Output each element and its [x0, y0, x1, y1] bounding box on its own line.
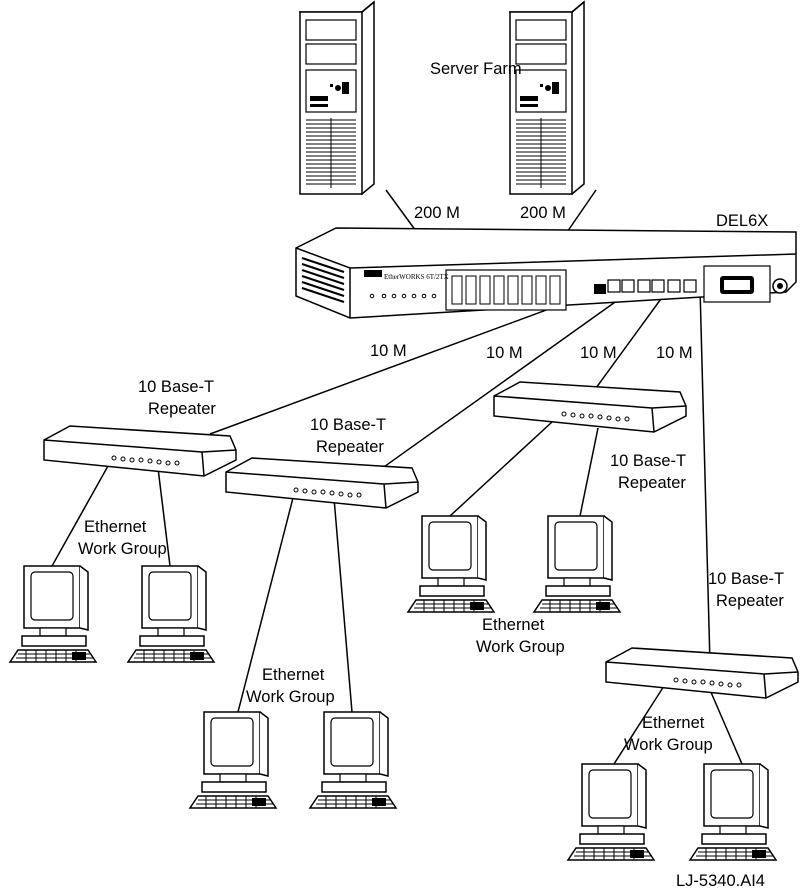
workstation-4-icon [309, 711, 397, 809]
work-group-2-label-line1: Ethernet [482, 616, 545, 634]
speed-label-link3: 10 M [580, 344, 617, 362]
workstation-3-icon [189, 711, 277, 809]
speed-label-link4: 10 M [656, 344, 693, 362]
work-group-3-label-line1: Ethernet [262, 666, 325, 684]
work-group-2-label-line2: Work Group [476, 638, 565, 656]
cable-repeater2-pc2 [333, 497, 353, 713]
speed-label-link1: 10 M [370, 342, 407, 360]
repeater-1-icon [43, 425, 237, 477]
repeater-4-label-line1: 10 Base-T [708, 570, 784, 588]
cable-switch-repeater4 [699, 287, 711, 665]
workstation-5-icon [407, 515, 495, 613]
workstation-7-icon [567, 763, 655, 861]
work-group-1-label-line1: Ethernet [84, 518, 147, 536]
server-2-icon [509, 1, 585, 195]
cable-switch-repeater3 [595, 291, 667, 389]
work-group-4-label-line1: Ethernet [642, 714, 705, 732]
repeater-2-label-line2: Repeater [316, 438, 384, 456]
figure-id-label: LJ-5340.AI4 [676, 872, 765, 890]
repeater-2-icon [225, 457, 419, 509]
repeater-3-label-line1: 10 Base-T [610, 452, 686, 470]
switch-brand-text: EtherWORKS 6T/2TX [384, 273, 449, 281]
work-group-4-label-line2: Work Group [624, 736, 713, 754]
workstation-2-icon [127, 565, 215, 663]
cable-repeater1-pc2 [157, 467, 171, 567]
workstation-1-icon [9, 565, 97, 663]
repeater-1-label-line1: 10 Base-T [138, 378, 214, 396]
repeater-3-icon [493, 381, 687, 433]
repeater-4-icon [605, 647, 799, 699]
cable-repeater2-pc1 [237, 493, 295, 713]
cable-repeater4-pc2 [709, 689, 743, 765]
repeater-2-label-line1: 10 Base-T [310, 416, 386, 434]
server-farm-label: Server Farm [430, 60, 522, 78]
cable-repeater4-pc1 [613, 685, 665, 765]
cable-repeater1-pc1 [51, 465, 109, 567]
work-group-1-label-line2: Work Group [78, 540, 167, 558]
repeater-4-label-line2: Repeater [716, 592, 784, 610]
workstation-8-icon [689, 763, 777, 861]
workstation-6-icon [533, 515, 621, 613]
speed-label-server2: 200 M [520, 204, 566, 222]
repeater-3-label-line2: Repeater [618, 474, 686, 492]
network-cables [51, 189, 743, 765]
speed-label-link2: 10 M [486, 344, 523, 362]
switch-name-label: DEL6X [716, 212, 768, 230]
server-1-icon [299, 1, 375, 195]
repeater-1-label-line2: Repeater [148, 400, 216, 418]
cable-switch-repeater2 [373, 289, 633, 475]
switch-del6x-icon: EtherWORKS 6T/2TX [295, 227, 797, 319]
speed-label-server1: 200 M [414, 204, 460, 222]
cable-switch-repeater1 [209, 287, 607, 435]
work-group-3-label-line2: Work Group [246, 688, 335, 706]
cable-repeater3-pc1 [449, 421, 553, 517]
cable-repeater3-pc2 [579, 427, 599, 517]
